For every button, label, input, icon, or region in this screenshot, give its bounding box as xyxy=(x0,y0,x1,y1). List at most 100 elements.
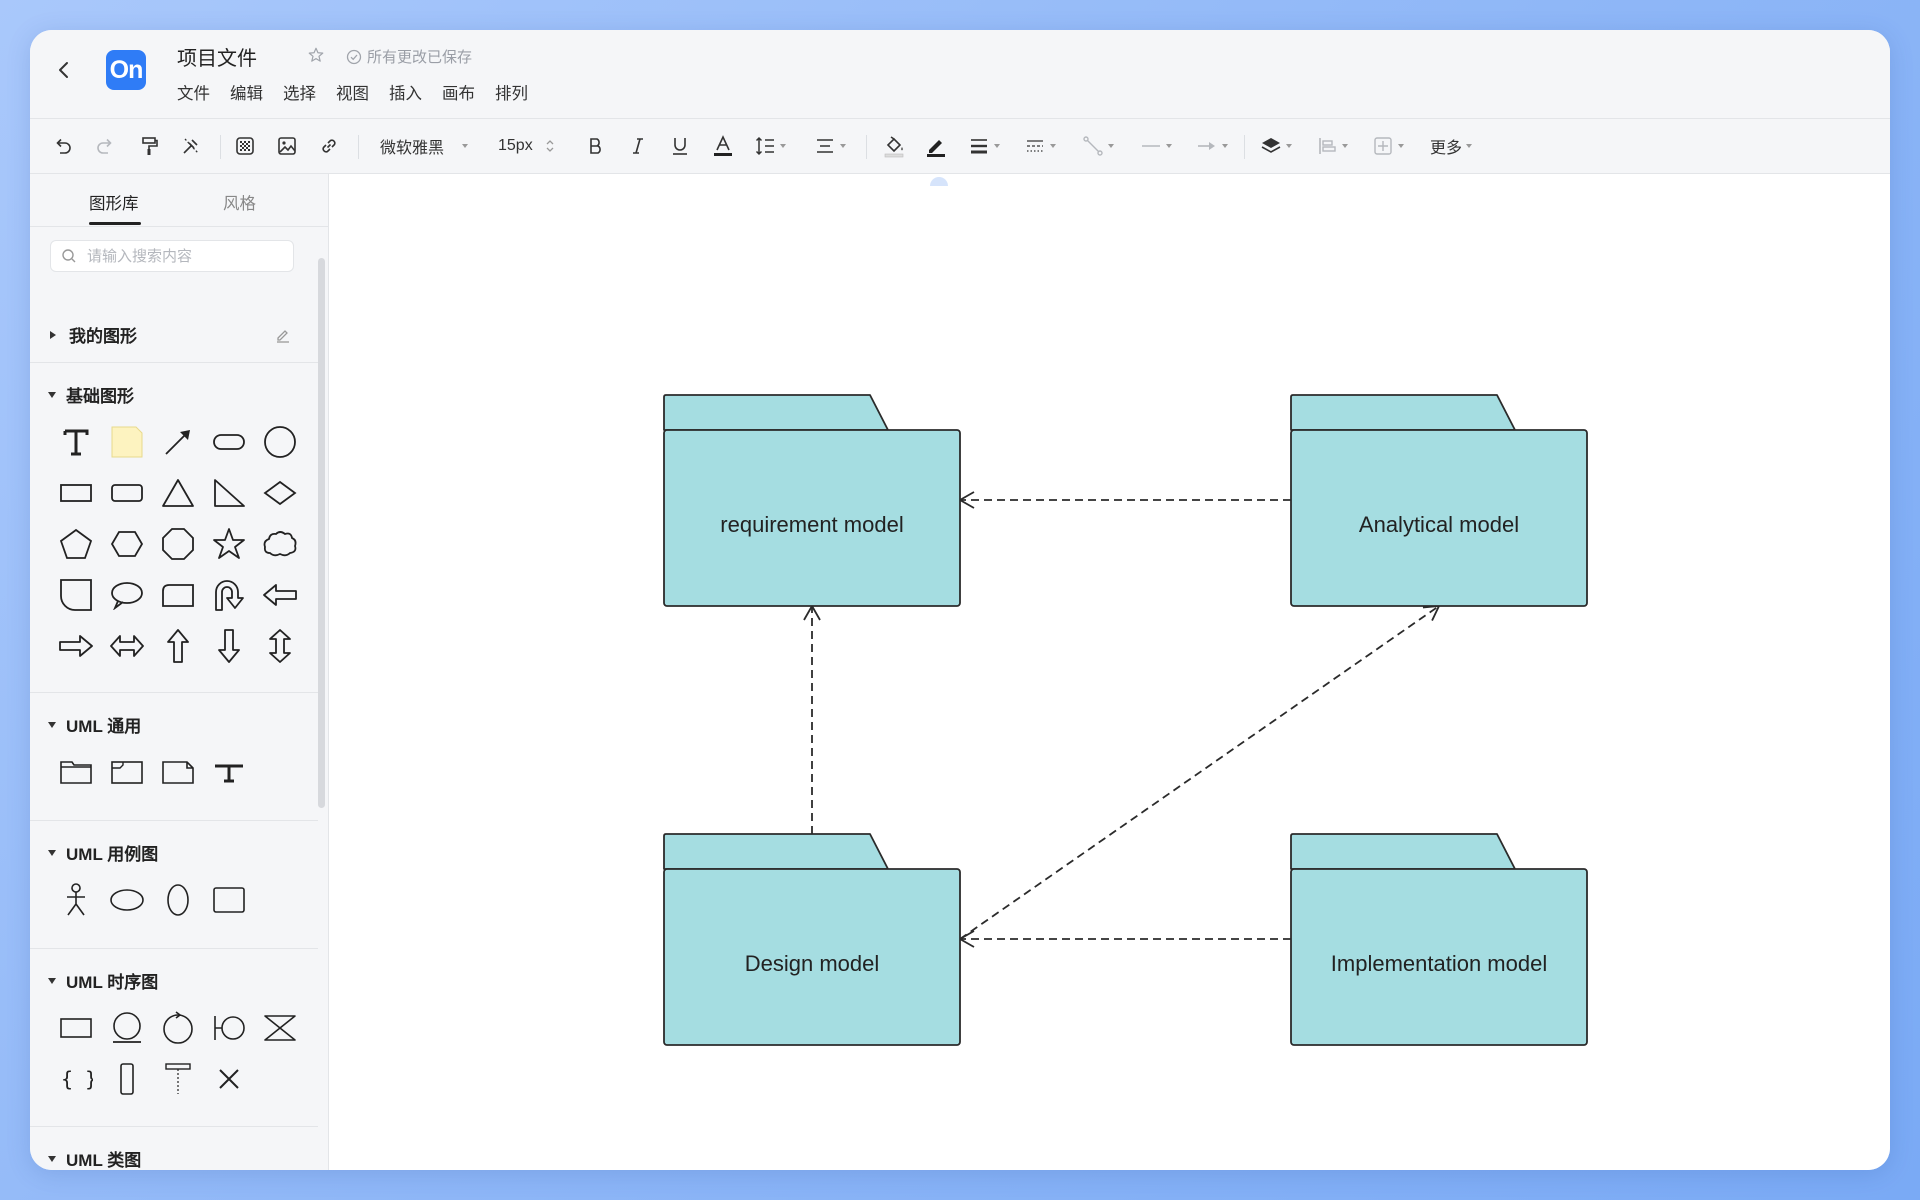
sticky-note-shape-icon[interactable] xyxy=(109,424,145,460)
menu-arrange[interactable]: 排列 xyxy=(495,85,528,103)
package-node-requirement[interactable] xyxy=(663,394,961,607)
lifeline-shape-icon[interactable] xyxy=(160,1061,196,1097)
insert-link-button[interactable] xyxy=(318,133,340,159)
right-arrow-shape-icon[interactable] xyxy=(58,628,94,664)
menu-view[interactable]: 视图 xyxy=(336,85,369,103)
redo-button[interactable] xyxy=(94,133,116,159)
align-button[interactable] xyxy=(1316,133,1348,159)
more-button[interactable]: 更多 xyxy=(1430,133,1473,159)
back-button[interactable] xyxy=(52,58,76,82)
double-arrow-shape-icon[interactable] xyxy=(109,628,145,664)
font-color-button[interactable] xyxy=(712,133,734,159)
system-boundary-shape-icon[interactable] xyxy=(211,882,247,918)
rounded-rectangle-shape-icon[interactable] xyxy=(109,475,145,511)
diamond-shape-icon[interactable] xyxy=(262,475,298,511)
insert-image-button[interactable] xyxy=(276,133,298,159)
package-node-implementation[interactable] xyxy=(1290,833,1588,1046)
star-icon[interactable] xyxy=(307,46,325,64)
sidebar-scrollbar[interactable] xyxy=(318,258,325,808)
pentagon-shape-icon[interactable] xyxy=(58,526,94,562)
braces-shape-icon[interactable]: { } xyxy=(58,1061,94,1097)
format-painter-button[interactable] xyxy=(138,133,160,159)
line-end-button[interactable] xyxy=(1196,133,1228,159)
actor-shape-icon[interactable] xyxy=(58,882,94,918)
fill-pattern-button[interactable] xyxy=(234,133,256,159)
line-style-button[interactable] xyxy=(1024,133,1056,159)
fill-color-button[interactable] xyxy=(882,133,906,159)
line-width-button[interactable] xyxy=(968,133,1000,159)
line-start-button[interactable] xyxy=(1140,133,1172,159)
right-triangle-shape-icon[interactable] xyxy=(211,475,247,511)
package-node-analytical[interactable] xyxy=(1290,394,1588,607)
package-label-implementation: Implementation model xyxy=(1330,951,1548,976)
u-turn-arrow-shape-icon[interactable] xyxy=(211,577,247,613)
boundary-shape-icon[interactable] xyxy=(211,1010,247,1046)
up-arrow-shape-icon[interactable] xyxy=(160,628,196,664)
hexagon-shape-icon[interactable] xyxy=(109,526,145,562)
control-shape-icon[interactable] xyxy=(160,1010,196,1046)
clear-format-button[interactable] xyxy=(180,133,202,159)
layer-button[interactable] xyxy=(1260,133,1292,159)
cloud-shape-icon[interactable] xyxy=(262,526,298,562)
left-arrow-shape-icon[interactable] xyxy=(262,577,298,613)
rectangle-shape-icon[interactable] xyxy=(58,475,94,511)
document-title[interactable]: 项目文件 xyxy=(177,48,257,70)
section-uml-sequence[interactable]: UML 时序图 xyxy=(48,968,158,993)
circle-shape-icon[interactable] xyxy=(262,424,298,460)
menu-edit[interactable]: 编辑 xyxy=(230,85,263,103)
section-uml-class[interactable]: UML 类图 xyxy=(48,1146,141,1170)
edit-icon[interactable] xyxy=(274,326,292,344)
menu-select[interactable]: 选择 xyxy=(283,85,316,103)
arrow-line-shape-icon[interactable] xyxy=(160,424,196,460)
section-my-shapes[interactable]: 我的图形 xyxy=(48,322,137,347)
octagon-shape-icon[interactable] xyxy=(160,526,196,562)
use-case-shape-icon[interactable] xyxy=(109,882,145,918)
font-size-stepper[interactable]: 15px xyxy=(498,133,555,159)
undo-button[interactable] xyxy=(52,133,74,159)
bold-button[interactable] xyxy=(586,133,606,159)
star-shape-icon[interactable] xyxy=(211,526,247,562)
line-color-button[interactable] xyxy=(924,133,948,159)
object-shape-icon[interactable] xyxy=(58,1010,94,1046)
shape-library-sidebar: 图形库 风格 我的图形 基础图形 xyxy=(30,174,329,1170)
shape-search-input[interactable] xyxy=(85,246,279,266)
connector-type-button[interactable] xyxy=(1082,133,1114,159)
card-shape-icon[interactable] xyxy=(160,577,196,613)
section-uml-usecase[interactable]: UML 用例图 xyxy=(48,840,158,865)
text-block-shape-icon[interactable] xyxy=(211,754,247,790)
package-node-design[interactable] xyxy=(663,833,961,1046)
italic-button[interactable] xyxy=(628,133,648,159)
up-down-arrow-shape-icon[interactable] xyxy=(262,628,298,664)
down-arrow-shape-icon[interactable] xyxy=(211,628,247,664)
underline-button[interactable] xyxy=(670,133,690,159)
cross-shape-icon[interactable] xyxy=(211,1061,247,1097)
frame-shape-icon[interactable] xyxy=(109,754,145,790)
menu-insert[interactable]: 插入 xyxy=(389,85,422,103)
menu-file[interactable]: 文件 xyxy=(177,85,210,103)
activation-shape-icon[interactable] xyxy=(109,1061,145,1097)
package-shape-icon[interactable] xyxy=(58,754,94,790)
distribute-button[interactable] xyxy=(1372,133,1404,159)
line-height-button[interactable] xyxy=(754,133,786,159)
section-uml-common[interactable]: UML 通用 xyxy=(48,712,141,737)
tab-style[interactable]: 风格 xyxy=(223,195,256,213)
section-basic-shapes[interactable]: 基础图形 xyxy=(48,382,134,407)
menu-canvas[interactable]: 画布 xyxy=(442,85,475,103)
triangle-shape-icon[interactable] xyxy=(160,475,196,511)
vertical-ellipse-shape-icon[interactable] xyxy=(160,882,196,918)
dependency-edge-design-to-analytical[interactable] xyxy=(959,604,1441,940)
stepper-icon[interactable] xyxy=(545,138,555,154)
app-logo[interactable]: On xyxy=(106,50,146,90)
rounded-rect-shape-icon[interactable] xyxy=(211,424,247,460)
destroy-shape-icon[interactable] xyxy=(262,1010,298,1046)
tab-shape-library[interactable]: 图形库 xyxy=(89,195,139,213)
speech-bubble-shape-icon[interactable] xyxy=(109,577,145,613)
note-shape-icon[interactable] xyxy=(160,754,196,790)
delay-shape-icon[interactable] xyxy=(58,577,94,613)
text-shape-icon[interactable] xyxy=(58,424,94,460)
font-family-select[interactable]: 微软雅黑 xyxy=(380,133,469,159)
entity-shape-icon[interactable] xyxy=(109,1010,145,1046)
text-align-button[interactable] xyxy=(814,133,846,159)
shape-search-box[interactable] xyxy=(50,240,294,272)
